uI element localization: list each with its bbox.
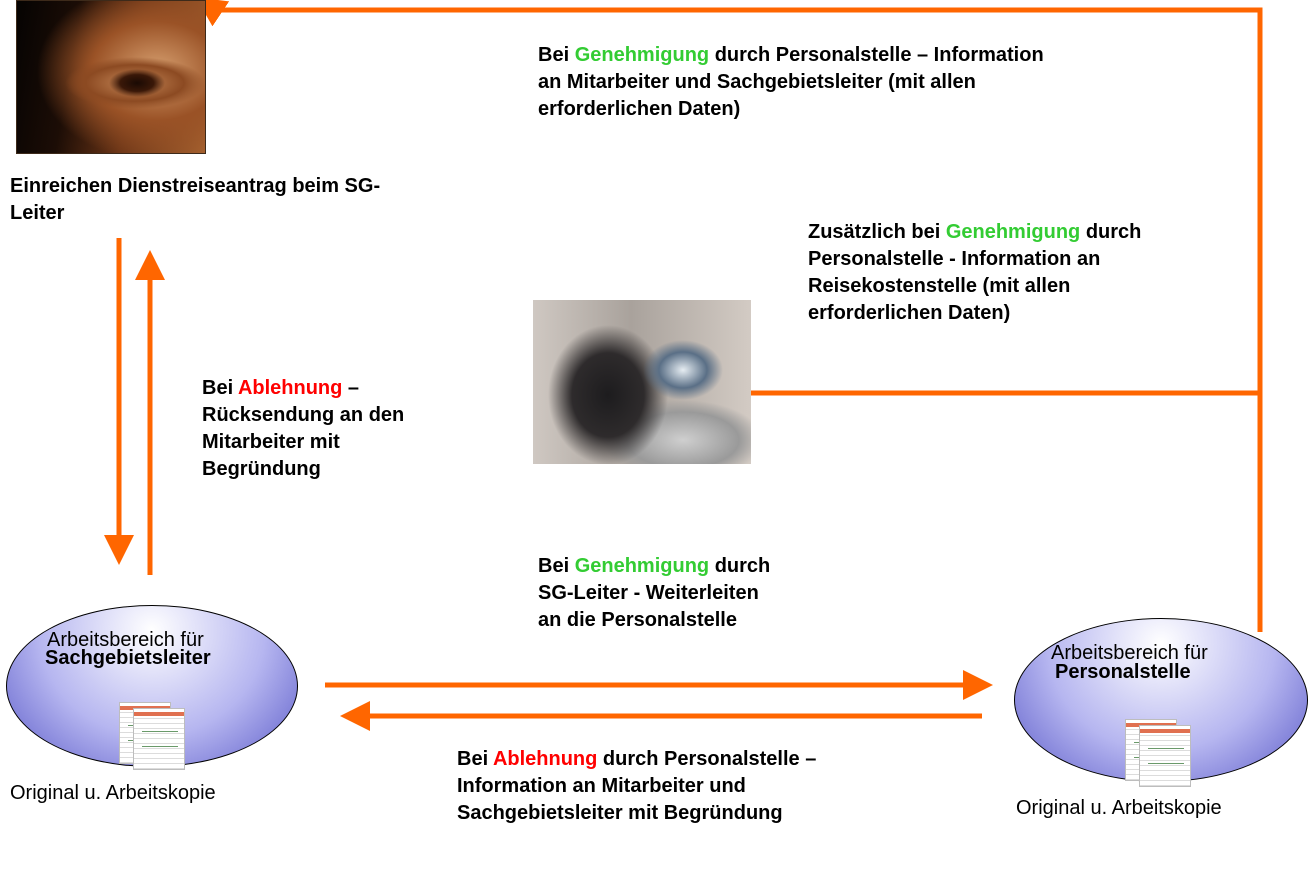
workspace-ps-title-line1: Arbeitsbereich für [1051,642,1208,664]
label-genehmigung-reisekostenstelle: Zusätzlich bei Genehmigung durch Persona… [808,221,1142,324]
employee-photo [16,0,206,154]
employee-caption: Einreichen Dienstreiseantrag beim SG-Lei… [10,175,381,224]
sg-documents-caption: Original u. Arbeitskopie [10,782,216,804]
label-genehmigung-sg: Bei Genehmigung durch SG-Leiter - Weiter… [538,555,771,631]
ps-documents-caption: Original u. Arbeitskopie [1016,797,1222,819]
return-line-to-employee [195,0,1263,632]
document-icon [133,708,185,770]
workspace-sachgebietsleiter: Arbeitsbereich für Sachgebietsleiter [6,605,298,770]
label-ablehnung-sg: Bei Ablehnung – Rücksendung an den Mitar… [202,377,405,480]
workspace-sg-title-line2: Sachgebietsleiter [45,647,211,669]
reisekostenstelle-photo [533,300,751,464]
workspace-personalstelle: Arbeitsbereich für Personalstelle [1014,618,1308,787]
label-ablehnung-personalstelle: Bei Ablehnung durch Personalstelle – Inf… [457,748,817,824]
label-genehmigung-personalstelle: Bei Genehmigung durch Personalstelle – I… [538,44,1044,120]
workspace-ps-title-line2: Personalstelle [1055,661,1191,683]
workspace-sg-title-line1: Arbeitsbereich für [47,629,204,651]
document-icon [1139,725,1191,787]
